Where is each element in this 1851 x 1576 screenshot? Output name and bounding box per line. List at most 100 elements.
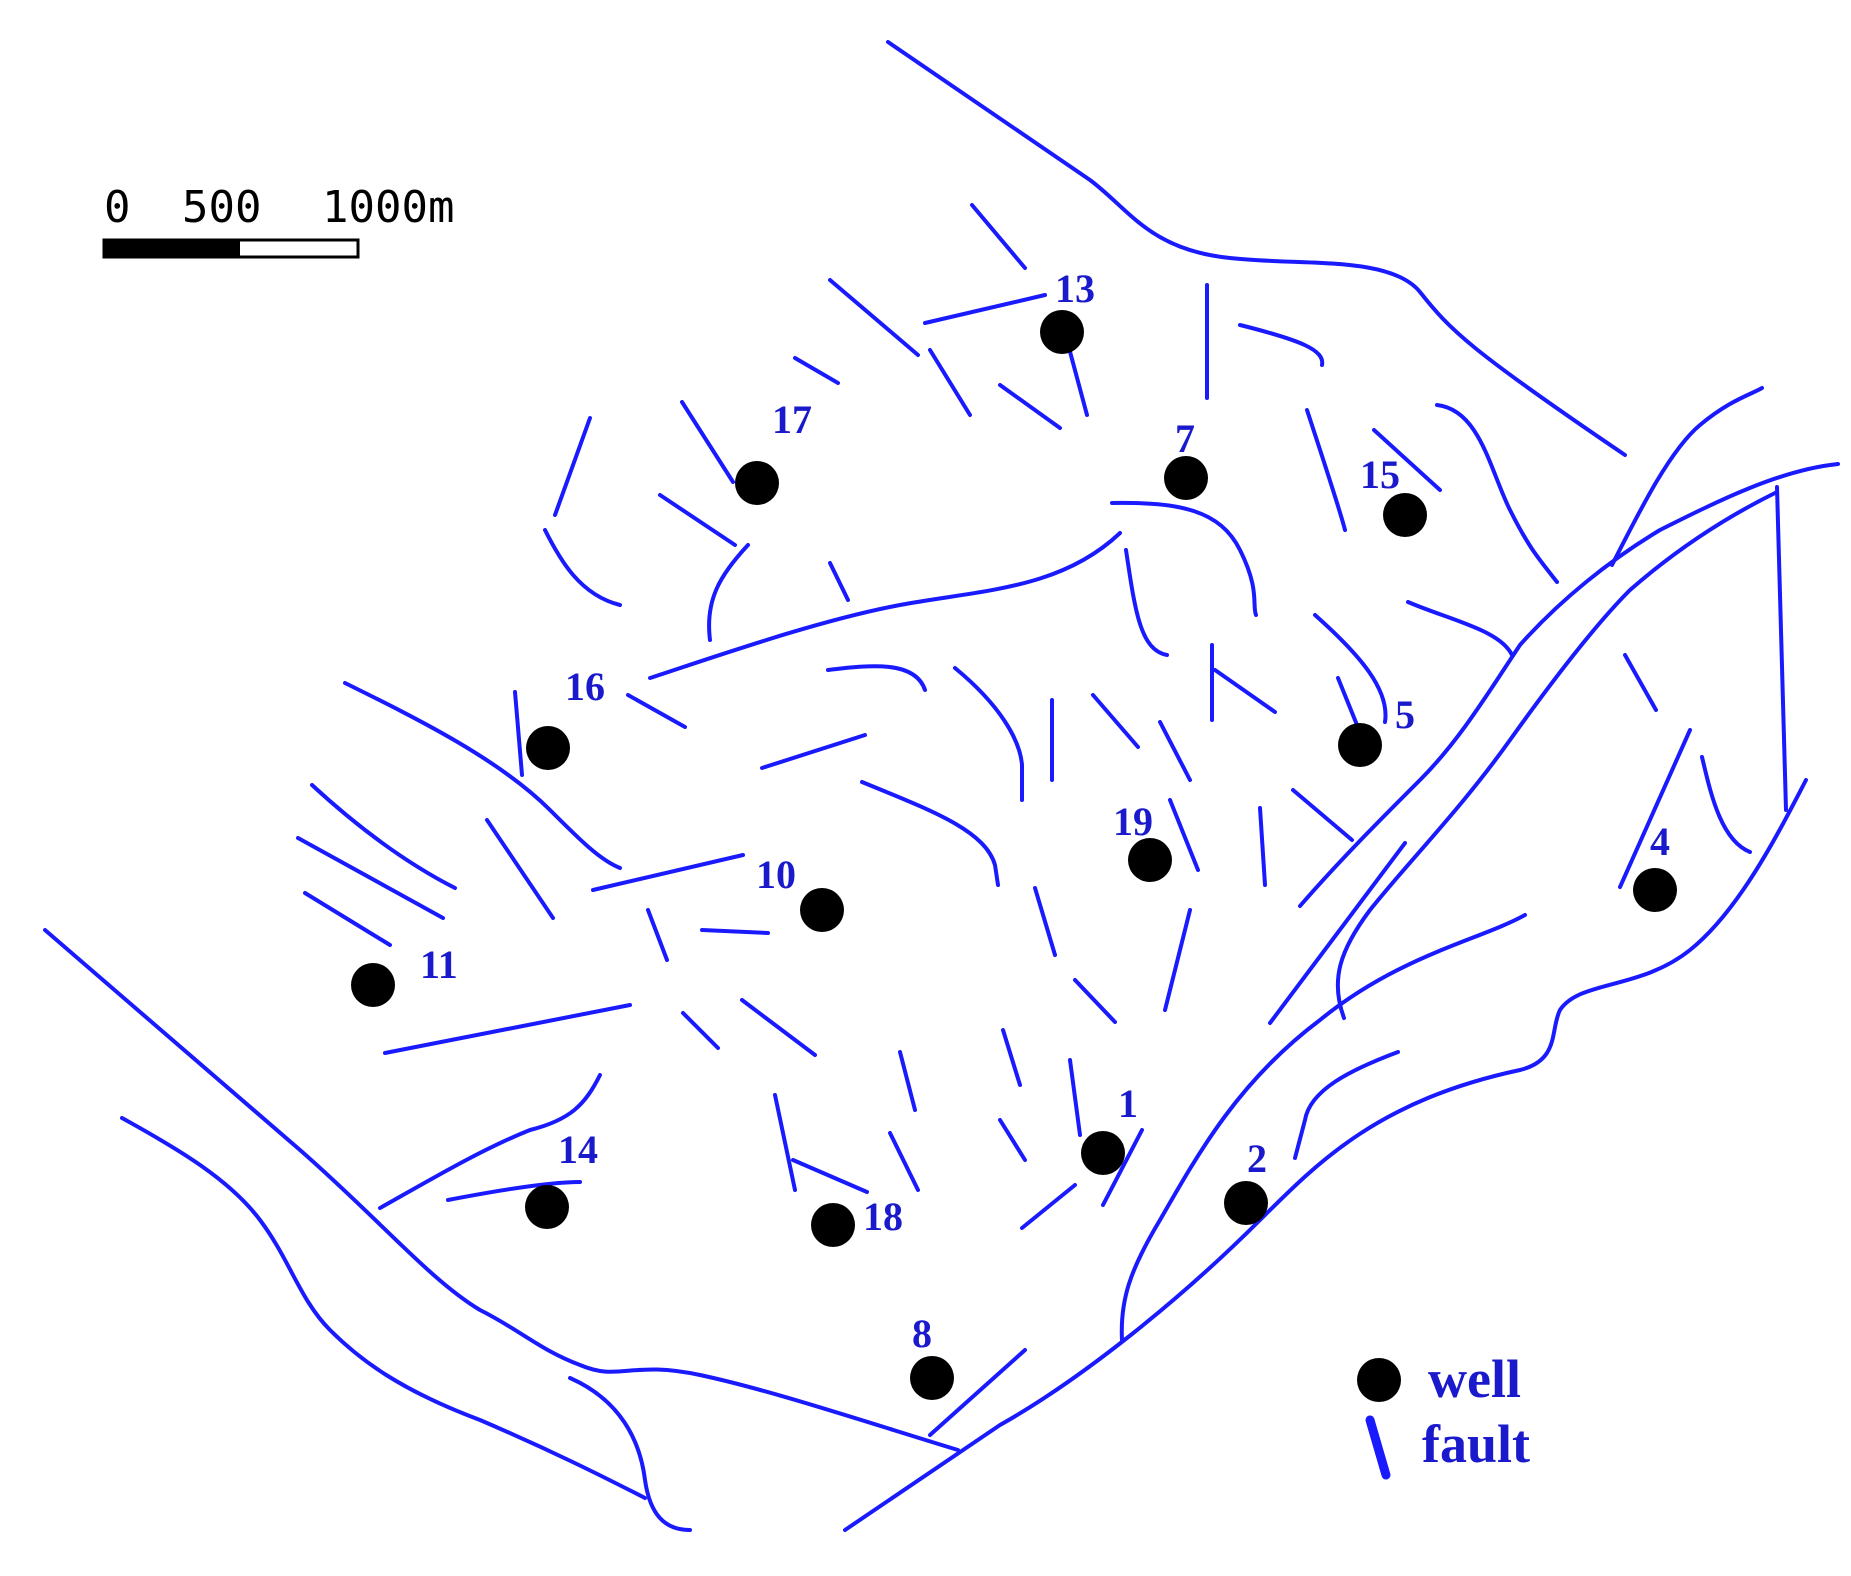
fault-line	[591, 853, 745, 892]
fault-line	[998, 383, 1062, 430]
well-marker	[1040, 310, 1084, 354]
legend-well-label: well	[1428, 1349, 1521, 1409]
well-marker	[1128, 838, 1172, 882]
fault-line	[773, 1093, 797, 1192]
fault-line	[700, 928, 770, 935]
scale-bar-filled-segment	[104, 240, 240, 257]
well-marker	[1633, 868, 1677, 912]
fault-line	[303, 891, 392, 947]
fault-line	[646, 908, 669, 962]
fault-line	[1313, 613, 1388, 724]
fault-line	[1335, 490, 1779, 1020]
fault-line	[343, 681, 622, 870]
well-5: 5	[1338, 692, 1415, 767]
fault-line	[1700, 755, 1752, 854]
well-marker	[910, 1356, 954, 1400]
well-label: 1	[1118, 1081, 1138, 1126]
fault-line	[1610, 386, 1764, 567]
fault-line	[1020, 1183, 1077, 1230]
fault-line	[1101, 1128, 1144, 1207]
well-label: 17	[772, 397, 812, 442]
scale-bar: 0 500 1000m	[102, 182, 454, 259]
well-11: 11	[351, 942, 458, 1007]
fault-line	[1213, 668, 1277, 714]
fault-line	[898, 1050, 917, 1112]
well-label: 15	[1360, 452, 1400, 497]
scale-label-1000m: 1000m	[322, 182, 454, 233]
fault-line	[1168, 798, 1200, 872]
fault-line	[1091, 693, 1140, 749]
fault-line	[1372, 428, 1442, 492]
fault-line	[1119, 913, 1527, 1342]
legend: well fault	[1357, 1349, 1530, 1480]
fault-line	[1238, 323, 1325, 367]
well-16: 16	[526, 664, 605, 770]
fault-line	[120, 1116, 647, 1500]
fault-line	[886, 40, 1627, 457]
fault-line	[658, 493, 737, 547]
fault-line	[680, 400, 735, 484]
scale-label-0: 0	[104, 182, 131, 233]
well-18: 18	[811, 1194, 903, 1247]
fault-line	[843, 778, 1808, 1532]
well-label: 2	[1247, 1136, 1267, 1181]
fault-line	[626, 693, 687, 729]
fault-line	[826, 664, 927, 692]
fault-line	[553, 416, 592, 517]
fault-lines	[43, 40, 1840, 1532]
well-4: 4	[1633, 819, 1677, 912]
well-label: 8	[912, 1311, 932, 1356]
fault-line	[928, 1348, 1027, 1437]
well-label: 18	[863, 1194, 903, 1239]
fault-line	[1291, 788, 1354, 842]
fault-line	[1073, 978, 1117, 1024]
fault-line	[1110, 500, 1258, 617]
fault-line	[1124, 548, 1169, 657]
well-14: 14	[525, 1127, 598, 1229]
fault-line	[1435, 403, 1559, 584]
fault-line	[707, 543, 750, 642]
fault-line	[1163, 908, 1192, 1012]
fault-line	[1336, 676, 1359, 727]
well-marker	[1383, 493, 1427, 537]
fault-line	[860, 780, 1000, 887]
fault-line	[310, 783, 457, 890]
well-marker	[1338, 723, 1382, 767]
fault-line	[1268, 841, 1407, 1025]
well-label: 4	[1650, 819, 1670, 864]
well-label: 19	[1113, 799, 1153, 844]
fault-line	[970, 203, 1027, 270]
fault-line	[43, 928, 960, 1452]
fault-line	[828, 561, 850, 602]
fault-line	[1298, 462, 1840, 908]
fault-line	[378, 1073, 602, 1210]
well-17: 17	[735, 397, 812, 505]
fault-line	[923, 293, 1047, 325]
well-marker	[800, 888, 844, 932]
fault-line	[1033, 886, 1057, 957]
well-1: 1	[1081, 1081, 1138, 1175]
well-label: 13	[1055, 266, 1095, 311]
well-label: 10	[756, 852, 796, 897]
fault-line	[568, 1376, 692, 1532]
fault-line	[543, 528, 622, 607]
fault-line	[648, 531, 1122, 680]
fault-line	[1623, 653, 1658, 712]
fault-line	[740, 998, 817, 1057]
well-label: 5	[1395, 692, 1415, 737]
fault-line	[1068, 1058, 1082, 1137]
fault-line	[1001, 1028, 1022, 1087]
well-marker	[525, 1185, 569, 1229]
fault-line	[998, 1118, 1027, 1162]
fault-line	[513, 690, 524, 777]
legend-fault-symbol	[1365, 1415, 1391, 1480]
legend-fault-label: fault	[1422, 1414, 1530, 1474]
fault-line	[828, 278, 920, 357]
well-10: 10	[756, 852, 844, 932]
well-marker	[1224, 1181, 1268, 1225]
fault-line	[681, 1011, 720, 1050]
well-19: 19	[1113, 799, 1172, 882]
well-label: 7	[1175, 416, 1195, 461]
fault-line	[793, 356, 840, 385]
